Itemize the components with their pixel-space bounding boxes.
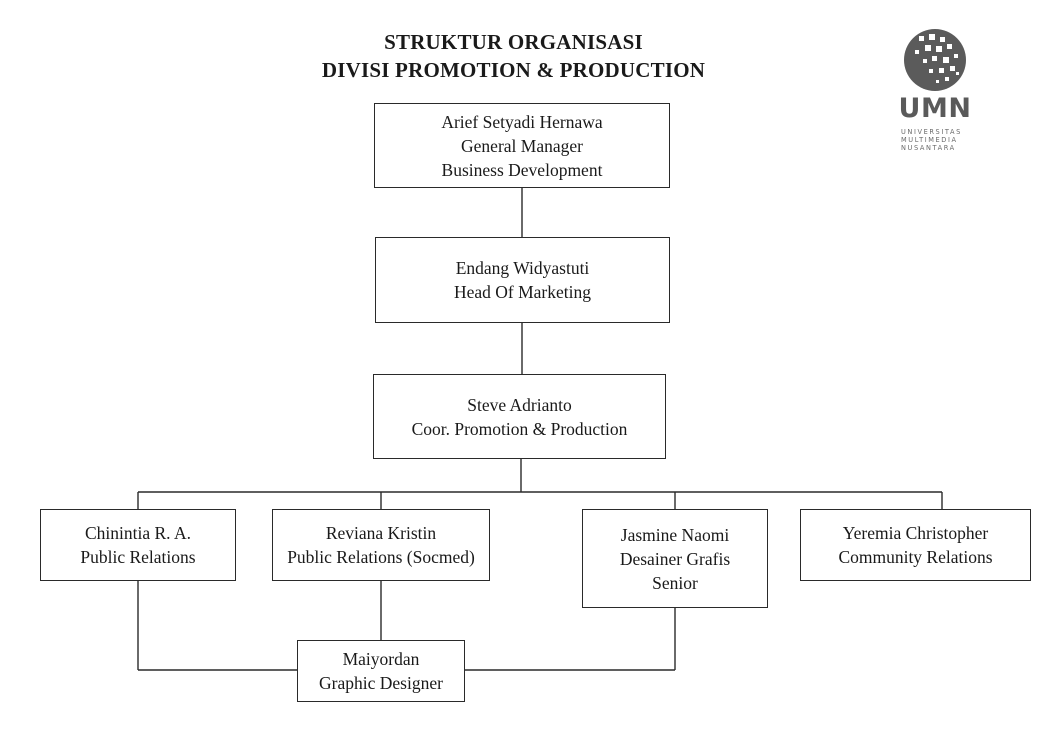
logo-subtitle-line-3: NUSANTARA xyxy=(901,144,956,152)
node-jasmine: Jasmine Naomi Desainer Grafis Senior xyxy=(582,509,768,608)
node-name: Endang Widyastuti xyxy=(455,258,590,278)
node-chinintia: Chinintia R. A. Public Relations xyxy=(40,509,236,581)
node-role: Head Of Marketing xyxy=(453,282,592,302)
node-name: Maiyordan xyxy=(342,649,420,669)
chart-title-line-1: STRUKTUR ORGANISASI xyxy=(384,30,643,54)
logo-subtitle-line-2: MULTIMEDIA xyxy=(901,136,958,144)
node-role: Public Relations xyxy=(80,547,196,567)
node-role: Community Relations xyxy=(838,547,993,567)
node-head-of-marketing: Endang Widyastuti Head Of Marketing xyxy=(375,237,670,323)
node-role: Desainer Grafis xyxy=(619,548,731,569)
node-name: Arief Setyadi Hernawa xyxy=(441,111,603,132)
chart-title-line-2: DIVISI PROMOTION & PRODUCTION xyxy=(321,58,706,82)
node-role: General Manager xyxy=(461,135,583,156)
node-reviana: Reviana Kristin Public Relations (Socmed… xyxy=(272,509,490,581)
logo-wordmark: UMN xyxy=(898,93,972,124)
node-role: Coor. Promotion & Production xyxy=(411,418,628,439)
node-role: Senior xyxy=(652,572,698,593)
node-role: Graphic Designer xyxy=(319,673,443,693)
umn-logo: UMN UNIVERSITAS MULTIMEDIA NUSANTARA xyxy=(897,25,977,165)
node-name: Reviana Kristin xyxy=(325,523,437,543)
node-role: Business Development xyxy=(441,159,603,180)
node-general-manager: Arief Setyadi Hernawa General Manager Bu… xyxy=(374,103,670,188)
node-yeremia: Yeremia Christopher Community Relations xyxy=(800,509,1031,581)
node-name: Chinintia R. A. xyxy=(85,523,191,543)
node-name: Yeremia Christopher xyxy=(842,523,989,543)
node-maiyordan: Maiyordan Graphic Designer xyxy=(297,640,465,702)
umn-dot-globe-icon xyxy=(904,29,966,91)
node-coordinator: Steve Adrianto Coor. Promotion & Product… xyxy=(373,374,666,459)
node-name: Steve Adrianto xyxy=(467,394,572,415)
node-role: Public Relations (Socmed) xyxy=(287,547,475,567)
logo-subtitle-line-1: UNIVERSITAS xyxy=(901,128,962,136)
node-name: Jasmine Naomi xyxy=(620,524,730,545)
